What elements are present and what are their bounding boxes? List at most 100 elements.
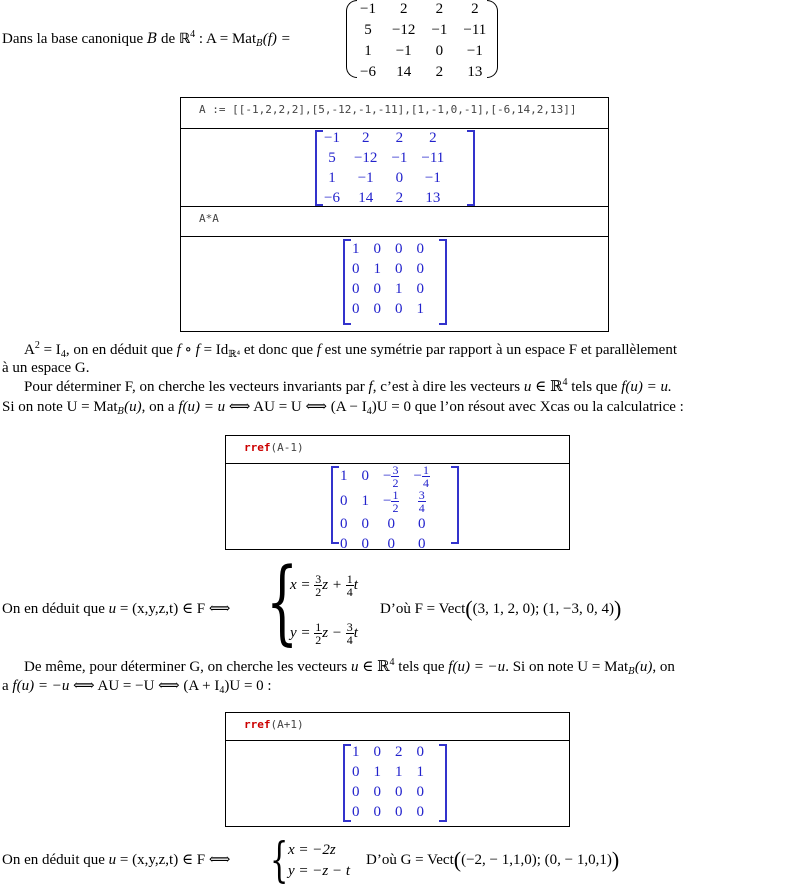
- rref1-matrix-cell: 0: [361, 535, 370, 552]
- rref2-matrix-cell: 1: [352, 743, 360, 760]
- conclG-result-label: D’où G = Vect: [366, 852, 454, 868]
- out1-matrix-cell: 14: [358, 189, 374, 206]
- conclG-brace: {: [270, 832, 289, 888]
- conclG-eq: = (x,y,z,t) ∈ F ⟺: [116, 852, 231, 868]
- f-compose-f: f ∘ f: [176, 342, 200, 358]
- rref2-matrix-cell: 2: [395, 743, 403, 760]
- mat-arg: (f) =: [262, 31, 291, 47]
- out2-matrix-cell: 0: [352, 260, 360, 277]
- xcas-input-1[interactable]: A := [[-1,2,2,2],[5,-12,-1,-11],[1,-1,0,…: [181, 98, 608, 129]
- sys1-frac1-den: 2: [315, 585, 322, 600]
- u-symbol-3: u: [350, 659, 359, 675]
- para2-text-g: )U = 0 que l’on résout avec Xcas ou la c…: [371, 399, 684, 415]
- sys2-frac2-num: 3: [345, 620, 354, 635]
- rref2-matrix-cell: 0: [352, 803, 360, 820]
- intro-matrix-cell: −1: [431, 22, 448, 38]
- rref1-matrix-frac-den: 2: [392, 476, 399, 490]
- sys2-lhs: y =: [290, 625, 311, 641]
- a-exponent: 2: [34, 340, 40, 351]
- intro-matrix-cell: 2: [399, 1, 408, 17]
- rref2-matrix-cell: 1: [373, 763, 382, 780]
- conclF-prefix: On en déduit que: [2, 601, 109, 617]
- rref2-matrix-cell: 0: [416, 743, 425, 760]
- xcas-input-rref-2[interactable]: rref(A+1): [226, 713, 569, 741]
- out1-matrix-cell: −1: [391, 149, 408, 166]
- basis-symbol: B: [146, 31, 158, 47]
- out1-matrix-cell: 2: [395, 129, 404, 146]
- xcas-input-2[interactable]: A*A: [181, 207, 608, 237]
- xcas-session-1: A := [[-1,2,2,2],[5,-12,-1,-11],[1,-1,0,…: [180, 97, 609, 332]
- conclF-brace: {: [266, 548, 299, 655]
- out1-matrix-cell: −1: [424, 169, 441, 186]
- out1-matrix-cell: −11: [421, 149, 445, 166]
- para1-text-c: est une symétrie par rapport à un espace…: [320, 342, 678, 358]
- out2-matrix-cell: 0: [416, 240, 425, 257]
- intro-matrix-cell: 2: [435, 1, 444, 17]
- rref1-matrix-cell: 0: [361, 515, 370, 532]
- out2-matrix-cell: 0: [416, 280, 425, 297]
- para3-text-e: a: [2, 678, 13, 694]
- out2-matrix-cell: 1: [352, 240, 360, 257]
- xcas-command-rref-2: rref(A+1): [244, 718, 304, 731]
- basis-sub-3: B: [628, 667, 635, 677]
- para3-line2: a f(u) = −u ⟺ AU = −U ⟺ (A + I4)U = 0 :: [2, 677, 272, 696]
- rref1-matrix-cell: 0: [361, 468, 370, 484]
- u-arg: (u): [124, 399, 142, 415]
- rref2-matrix-cell: 0: [373, 743, 382, 760]
- intro-text: Dans la base canonique: [2, 31, 144, 47]
- out1-matrix-row: 5−12−1−11: [317, 148, 451, 168]
- rref1-matrix-frac-den: 4: [418, 501, 425, 515]
- rref1-matrix-frac-sign: −: [383, 492, 392, 509]
- rref1-matrix-frac-num: 3: [391, 463, 400, 477]
- conclF-lead: On en déduit que u = (x,y,z,t) ∈ F ⟺: [2, 600, 230, 618]
- mat-basis-subscript: B: [256, 39, 263, 49]
- conclG-result: D’où G = Vect((−2, − 1,1,0); (0, − 1,0,1…: [366, 847, 620, 872]
- para2-text-c: tels que: [567, 379, 622, 395]
- rref1-matrix-cell: 0: [387, 535, 395, 552]
- rref2-matrix-cell: 0: [416, 803, 425, 820]
- rref1-matrix-cell: 1: [340, 468, 348, 484]
- rref-keyword: rref: [244, 441, 271, 454]
- conclG-sys1: x = −2z: [288, 841, 336, 859]
- intro-matrix-row: 5−12−1−11: [352, 20, 494, 41]
- rref1-matrix-frac-num: 1: [391, 488, 400, 502]
- intro-matrix-cell: −1: [395, 43, 412, 59]
- xcas-input-rref-1[interactable]: rref(A-1): [226, 436, 569, 464]
- para2-line1: Pour déterminer F, on cherche les vecteu…: [24, 378, 672, 396]
- conclG-sys1-text: x = −2z: [288, 842, 336, 858]
- rref2-matrix-cell: 0: [352, 783, 360, 800]
- out1-matrix-cell: 0: [395, 169, 404, 186]
- eq-identity: = I: [39, 342, 61, 358]
- sys2-z: z −: [322, 625, 342, 641]
- para3-text-a: De même, pour déterminer G, on cherche l…: [24, 659, 351, 675]
- intro-matrix-cell: 14: [396, 64, 412, 80]
- conclF-vectors: (3, 1, 2, 0); (1, −3, 0, 4): [472, 601, 614, 617]
- sys1-frac1-num: 3: [314, 572, 323, 587]
- real-space-symbol: ℝ: [178, 31, 191, 47]
- para1-text-a: , on en déduit que: [65, 342, 177, 358]
- para3-text-f: ⟺ AU = −U ⟺ (A + I: [69, 678, 220, 694]
- rref-arg: (A-1): [270, 441, 304, 454]
- intro-line: Dans la base canonique B de ℝ4 : A = Mat…: [2, 30, 291, 49]
- intro-matrix-cell: −11: [463, 22, 487, 38]
- rref1-matrix-cell: 0: [340, 493, 348, 509]
